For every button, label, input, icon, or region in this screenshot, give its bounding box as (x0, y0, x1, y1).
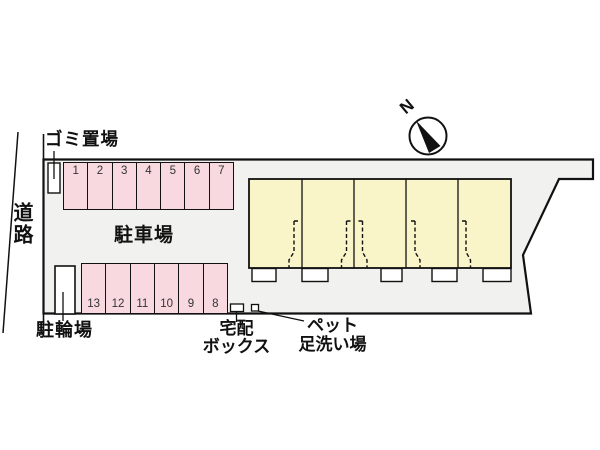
parking-stall: 8 (202, 263, 228, 314)
parking-stall: 10 (153, 263, 180, 314)
road-edge-line (2, 131, 19, 334)
stall-number: 13 (87, 298, 101, 310)
garbage-area-label: ゴミ置場 (45, 129, 119, 149)
stall-number: 11 (136, 298, 149, 310)
pet-leader-line (257, 310, 305, 322)
delivery-box-label-line1: 宅配 (219, 319, 254, 338)
stall-number: 6 (193, 165, 201, 177)
stall-number: 7 (218, 165, 225, 177)
stall-number: 1 (72, 165, 79, 177)
building-unit-dividers (301, 179, 459, 268)
parking-stall: 12 (105, 263, 131, 314)
parking-stall: 5 (160, 162, 186, 210)
compass-needle-icon (416, 120, 441, 153)
delivery-box-icon (229, 303, 245, 313)
parking-stall: 4 (135, 162, 162, 210)
unit-entry-dashed-lines (288, 220, 472, 268)
bicycle-parking-box (54, 265, 76, 315)
pet-wash-label: ペット足洗い場 (291, 316, 374, 354)
delivery-box-label-line2: ボックス (202, 336, 271, 356)
parking-stall: 6 (184, 162, 210, 210)
pet-wash-label-line1: ペット (307, 316, 358, 335)
pet-wash-label-line2: 足洗い場 (298, 334, 367, 354)
stall-number: 5 (169, 165, 176, 177)
parking-stall: 2 (87, 162, 113, 210)
stall-number: 8 (212, 298, 219, 310)
parking-row-bottom: 13 12 11 10 9 8 (81, 263, 228, 314)
parking-row-top: 1 2 3 4 5 6 7 (63, 162, 234, 210)
parking-stall: 9 (178, 263, 204, 314)
stall-number: 10 (160, 298, 174, 310)
parking-stall: 7 (208, 162, 234, 210)
pet-wash-icon (250, 303, 260, 312)
bicycle-area-label: 駐輪場 (36, 320, 93, 340)
leader-lines (53, 151, 305, 322)
parking-lot-label: 駐車場 (114, 225, 175, 246)
stall-number: 4 (145, 165, 152, 177)
stall-number: 9 (187, 298, 195, 310)
stall-number: 3 (121, 165, 128, 177)
delivery-box-label: 宅配ボックス (196, 320, 277, 355)
parking-stall: 13 (81, 263, 107, 314)
building-outline (248, 178, 512, 269)
parking-stall: 11 (129, 263, 155, 314)
stall-number: 2 (96, 165, 104, 177)
parking-stall: 1 (63, 162, 89, 210)
parking-stall: 3 (111, 162, 137, 210)
unit-porches (251, 267, 512, 283)
road-label: 道路 (10, 202, 32, 246)
stall-number: 12 (111, 298, 125, 310)
